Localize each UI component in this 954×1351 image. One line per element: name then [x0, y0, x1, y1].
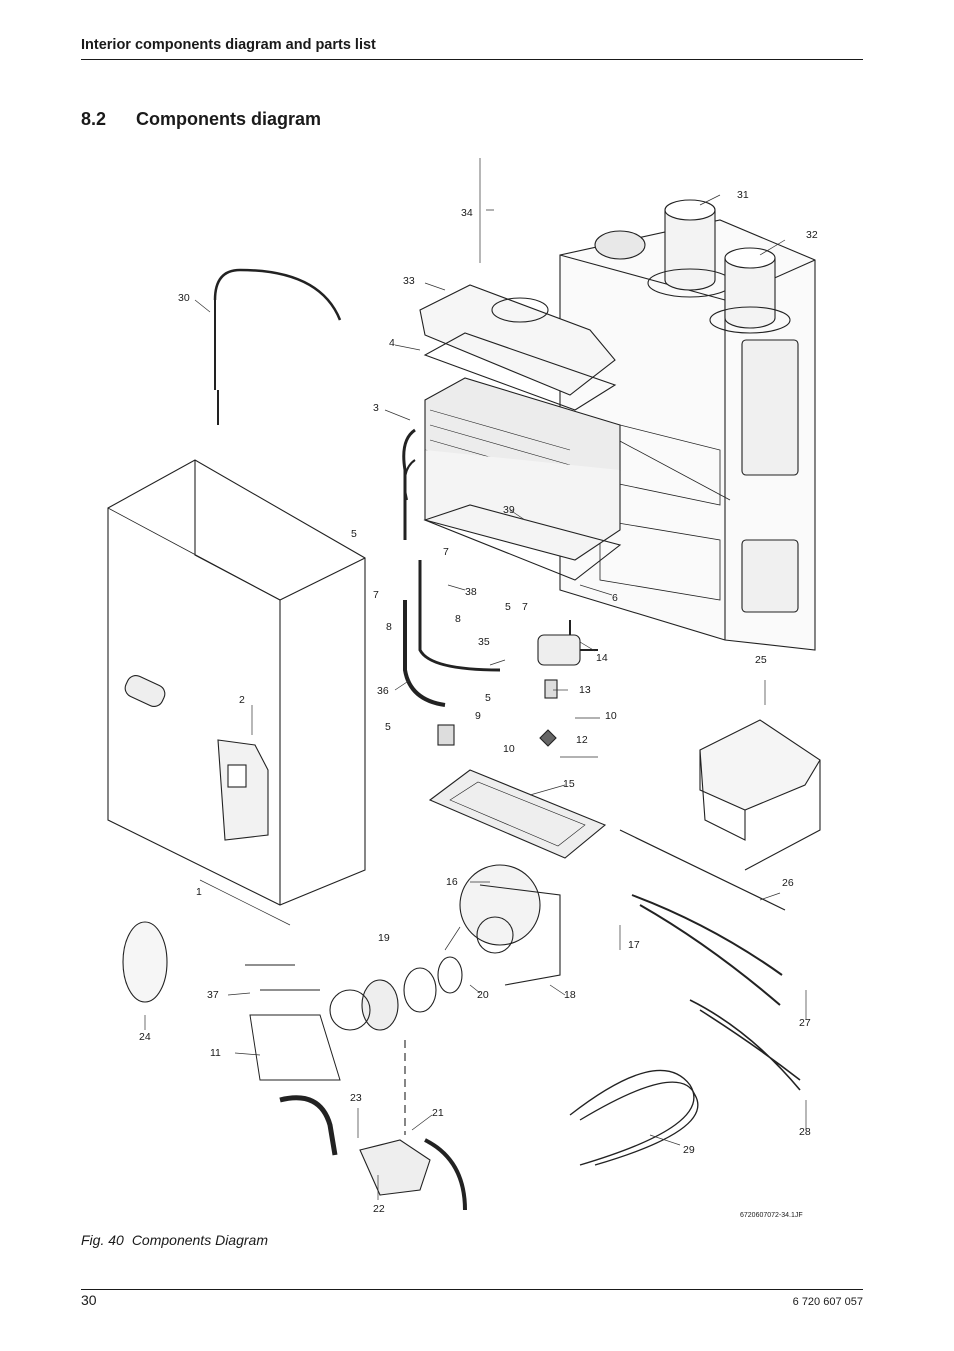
exploded-components-diagram: 1 2 3 4 5 5 5 5 6 7 7 7 8 8 9 10 10 11 1… — [107, 158, 821, 1219]
callout-7a: 7 — [443, 546, 449, 558]
callout-5b: 5 — [505, 601, 511, 613]
gas-valve-drawing — [245, 964, 467, 1211]
callout-18: 18 — [564, 989, 576, 1001]
wiring-and-controls-drawing — [122, 268, 821, 1166]
callout-2: 2 — [239, 694, 245, 706]
callout-7c: 7 — [522, 601, 528, 613]
callout-6: 6 — [612, 592, 618, 604]
callout-15: 15 — [563, 778, 575, 790]
header-rule — [81, 59, 863, 60]
pump-and-pipework-drawing — [403, 560, 598, 747]
callout-19: 19 — [378, 932, 390, 944]
cabinet-drawing — [559, 199, 816, 651]
section-title: Components diagram — [136, 109, 322, 129]
callout-26: 26 — [782, 877, 794, 889]
callout-8b: 8 — [455, 613, 461, 625]
document-number: 6 720 607 057 — [792, 1296, 863, 1308]
callout-3: 3 — [373, 402, 379, 414]
callout-7b: 7 — [373, 589, 379, 601]
drawing-code: 6720607072-34.1JF — [740, 1212, 803, 1219]
callout-32: 32 — [806, 229, 818, 241]
callout-35: 35 — [478, 636, 490, 648]
figure-number: Fig. 40 — [81, 1232, 124, 1248]
housing-panel-drawing — [107, 459, 366, 906]
callout-23: 23 — [350, 1092, 362, 1104]
callout-27: 27 — [799, 1017, 811, 1029]
callout-12: 12 — [576, 734, 588, 746]
callout-29: 29 — [683, 1144, 695, 1156]
callout-20: 20 — [477, 989, 489, 1001]
callout-36: 36 — [377, 685, 389, 697]
callout-31: 31 — [737, 189, 749, 201]
callout-9: 9 — [475, 710, 481, 722]
callout-leaders — [144, 158, 807, 1200]
callout-21: 21 — [432, 1107, 444, 1119]
callout-25: 25 — [755, 654, 767, 666]
combustion-chamber-drawing — [402, 284, 622, 581]
callout-numbers: 1 2 3 4 5 5 5 5 6 7 7 7 8 8 9 10 10 11 1… — [139, 189, 818, 1219]
callout-10b: 10 — [503, 743, 515, 755]
footer-rule — [81, 1289, 863, 1290]
callout-16: 16 — [446, 876, 458, 888]
callout-4: 4 — [389, 337, 395, 349]
page-number: 30 — [81, 1292, 97, 1308]
figure-caption-text: Components Diagram — [131, 1232, 268, 1248]
running-header: Interior components diagram and parts li… — [81, 37, 376, 53]
figure-caption: Fig. 40 Components Diagram — [81, 1232, 268, 1248]
section-heading: 8.2 Components diagram — [81, 109, 321, 130]
burner-and-fan-drawing — [329, 769, 607, 1031]
callout-11: 11 — [210, 1047, 221, 1059]
callout-24: 24 — [139, 1031, 151, 1043]
callout-37: 37 — [207, 989, 219, 1001]
callout-5c: 5 — [485, 692, 491, 704]
callout-10a: 10 — [605, 710, 617, 722]
callout-8a: 8 — [386, 621, 392, 633]
callout-39: 39 — [503, 504, 515, 516]
callout-1: 1 — [196, 886, 202, 898]
callout-5d: 5 — [385, 721, 391, 733]
section-number: 8.2 — [81, 109, 107, 129]
callout-33: 33 — [403, 275, 415, 287]
callout-22: 22 — [373, 1203, 385, 1215]
callout-34: 34 — [461, 207, 473, 219]
callout-17: 17 — [628, 939, 640, 951]
callout-38: 38 — [465, 586, 477, 598]
callout-28: 28 — [799, 1126, 811, 1138]
callout-5a: 5 — [351, 528, 357, 540]
callout-30: 30 — [178, 292, 190, 304]
callout-13: 13 — [579, 684, 591, 696]
callout-14: 14 — [596, 652, 608, 664]
